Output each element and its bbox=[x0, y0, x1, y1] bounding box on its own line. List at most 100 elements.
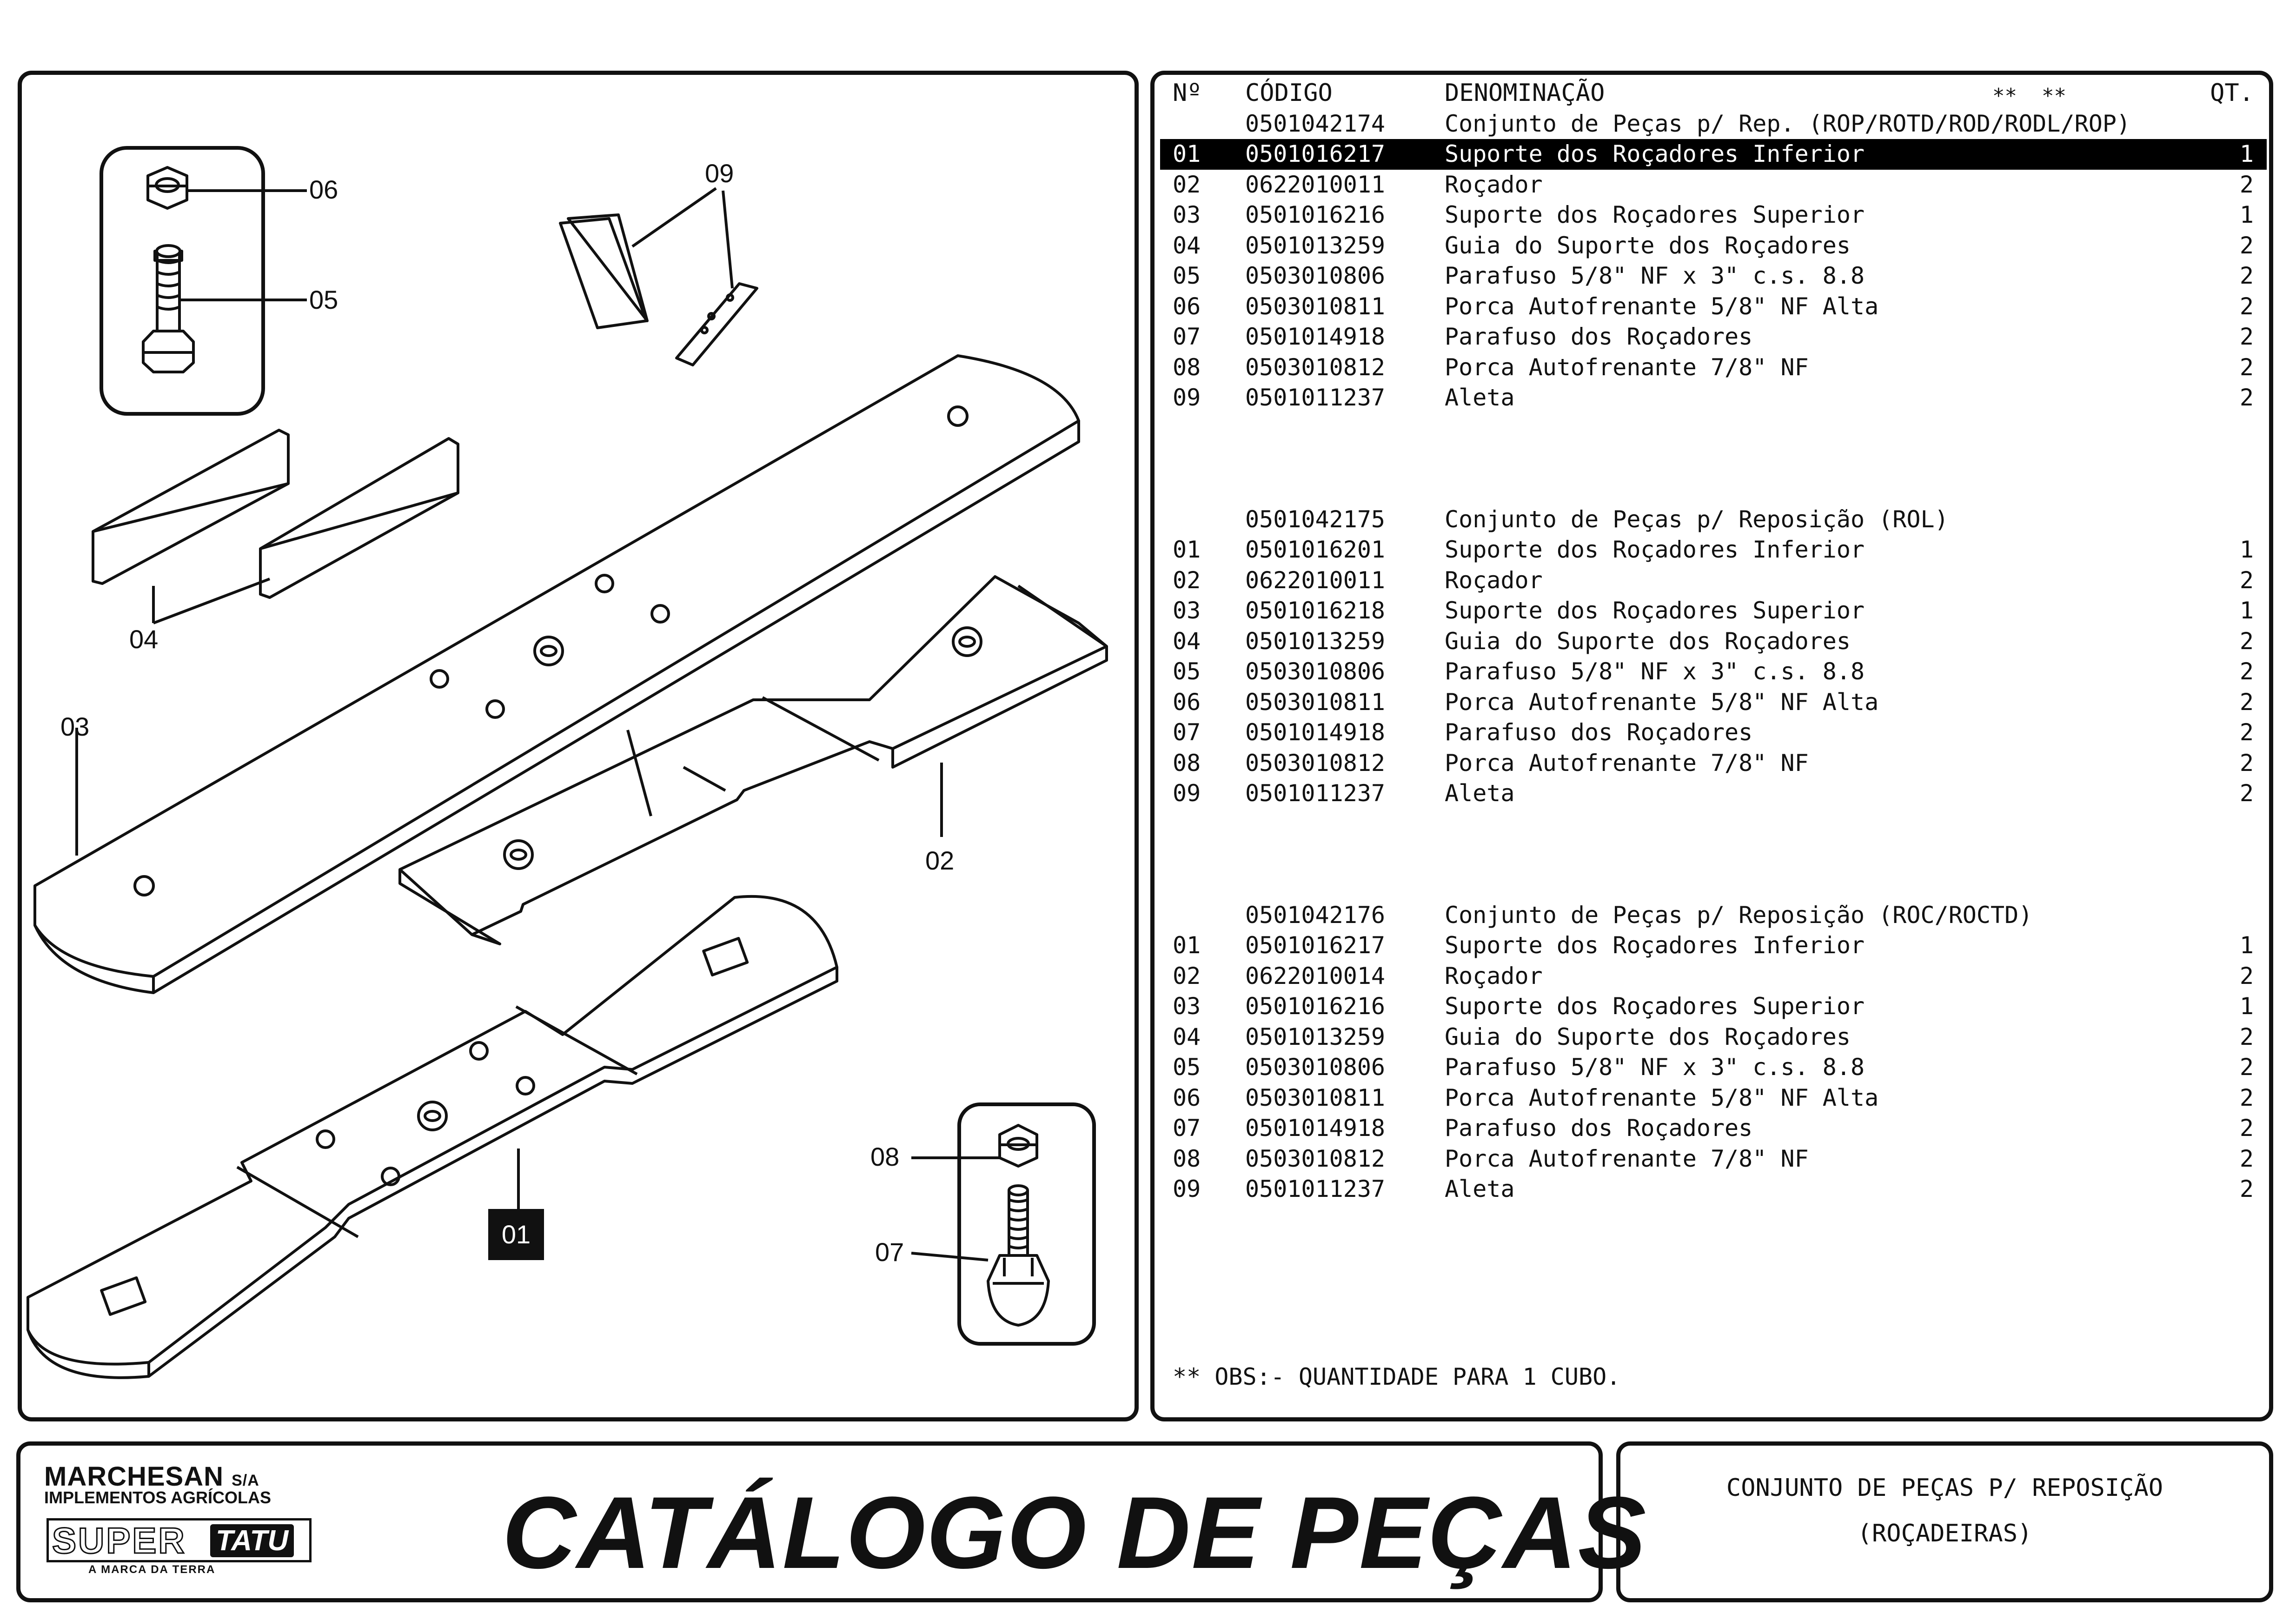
callout-03: 03 bbox=[60, 712, 90, 741]
item-code: 0501014918 bbox=[1245, 1115, 1386, 1142]
item-number: 06 bbox=[1173, 292, 1201, 320]
catalog-subtitle-line2: (ROÇADEIRAS) bbox=[1857, 1520, 2032, 1547]
item-number: 03 bbox=[1173, 993, 1201, 1020]
item-quantity: 2 bbox=[2239, 627, 2254, 655]
header-stars: ** ** bbox=[1992, 84, 2066, 108]
item-number: 08 bbox=[1173, 1145, 1201, 1172]
header-desc: DENOMINAÇÃO bbox=[1445, 79, 1605, 107]
item-quantity: 2 bbox=[2239, 323, 2254, 350]
logo-slogan: A MARCA DA TERRA bbox=[88, 1563, 216, 1576]
item-quantity: 1 bbox=[2239, 140, 2254, 167]
item-quantity: 2 bbox=[2239, 1175, 2254, 1202]
item-quantity: 2 bbox=[2239, 1054, 2254, 1081]
item-description: Guia do Suporte dos Roçadores bbox=[1445, 627, 1851, 655]
item-code: 0501011237 bbox=[1245, 384, 1386, 411]
group-title: Conjunto de Peças p/ Reposição (ROC/ROCT… bbox=[1445, 901, 2033, 929]
item-description: Porca Autofrenante 5/8" NF Alta bbox=[1445, 688, 1879, 716]
item-number: 01 bbox=[1173, 536, 1201, 563]
item-number: 07 bbox=[1173, 719, 1201, 746]
callout-07: 07 bbox=[875, 1237, 904, 1267]
item-code: 0503010811 bbox=[1245, 688, 1386, 716]
parts-table: Nº CÓDIGO DENOMINAÇÃO ** ** QT. 05010421… bbox=[1160, 78, 2267, 1205]
exploded-diagram-panel bbox=[18, 71, 1139, 1421]
item-number: 08 bbox=[1173, 749, 1201, 777]
item-code: 0501016217 bbox=[1245, 932, 1386, 959]
header-qty: QT. bbox=[2210, 79, 2254, 107]
table-row[interactable]: 07 0501014918 Parafuso dos Roçadores 2 bbox=[1160, 717, 2267, 748]
item-number: 07 bbox=[1173, 1115, 1201, 1142]
item-number: 03 bbox=[1173, 201, 1201, 228]
item-code: 0501013259 bbox=[1245, 1023, 1386, 1050]
item-description: Parafuso 5/8" NF x 3" c.s. 8.8 bbox=[1445, 658, 1865, 685]
table-row[interactable]: 07 0501014918 Parafuso dos Roçadores 2 bbox=[1160, 322, 2267, 352]
item-quantity: 2 bbox=[2239, 232, 2254, 259]
callout-06: 06 bbox=[309, 175, 338, 204]
super-tatu-logo bbox=[46, 1518, 312, 1562]
item-description: Roçador bbox=[1445, 566, 1543, 594]
header-code: CÓDIGO bbox=[1245, 79, 1333, 107]
item-quantity: 2 bbox=[2239, 171, 2254, 198]
callout-09: 09 bbox=[705, 159, 734, 188]
parts-exploded-drawing bbox=[27, 146, 1108, 1379]
item-description: Parafuso dos Roçadores bbox=[1445, 1115, 1753, 1142]
nut-06-icon bbox=[146, 166, 188, 210]
item-description: Parafuso dos Roçadores bbox=[1445, 323, 1753, 350]
item-quantity: 2 bbox=[2239, 1023, 2254, 1050]
item-quantity: 1 bbox=[2239, 993, 2254, 1020]
item-quantity: 1 bbox=[2239, 536, 2254, 563]
group-code: 0501042174 bbox=[1245, 110, 1386, 137]
item-description: Parafuso dos Roçadores bbox=[1445, 719, 1753, 746]
observation-note: ** OBS:- QUANTIDADE PARA 1 CUBO. bbox=[1173, 1363, 1621, 1390]
item-quantity: 2 bbox=[2239, 719, 2254, 746]
item-code: 0501014918 bbox=[1245, 719, 1386, 746]
item-description: Roçador bbox=[1445, 171, 1543, 198]
header-no: Nº bbox=[1173, 79, 1202, 107]
item-code: 0622010014 bbox=[1245, 962, 1386, 989]
item-code: 0501014918 bbox=[1245, 323, 1386, 350]
item-description: Porca Autofrenante 5/8" NF Alta bbox=[1445, 1084, 1879, 1111]
brand-subtitle: IMPLEMENTOS AGRÍCOLAS bbox=[44, 1488, 272, 1507]
item-number: 09 bbox=[1173, 1175, 1201, 1202]
item-code: 0501011237 bbox=[1245, 780, 1386, 807]
item-quantity: 2 bbox=[2239, 262, 2254, 289]
item-description: Aleta bbox=[1445, 1175, 1515, 1202]
item-number: 07 bbox=[1173, 323, 1201, 350]
item-number: 02 bbox=[1173, 171, 1201, 198]
item-description: Suporte dos Roçadores Inferior bbox=[1445, 536, 1865, 563]
item-quantity: 1 bbox=[2239, 201, 2254, 228]
item-code: 0503010811 bbox=[1245, 1084, 1386, 1111]
item-quantity: 2 bbox=[2239, 566, 2254, 594]
item-number: 05 bbox=[1173, 262, 1201, 289]
callout-02: 02 bbox=[925, 846, 955, 875]
item-number: 09 bbox=[1173, 780, 1201, 807]
item-description: Porca Autofrenante 5/8" NF Alta bbox=[1445, 292, 1879, 320]
